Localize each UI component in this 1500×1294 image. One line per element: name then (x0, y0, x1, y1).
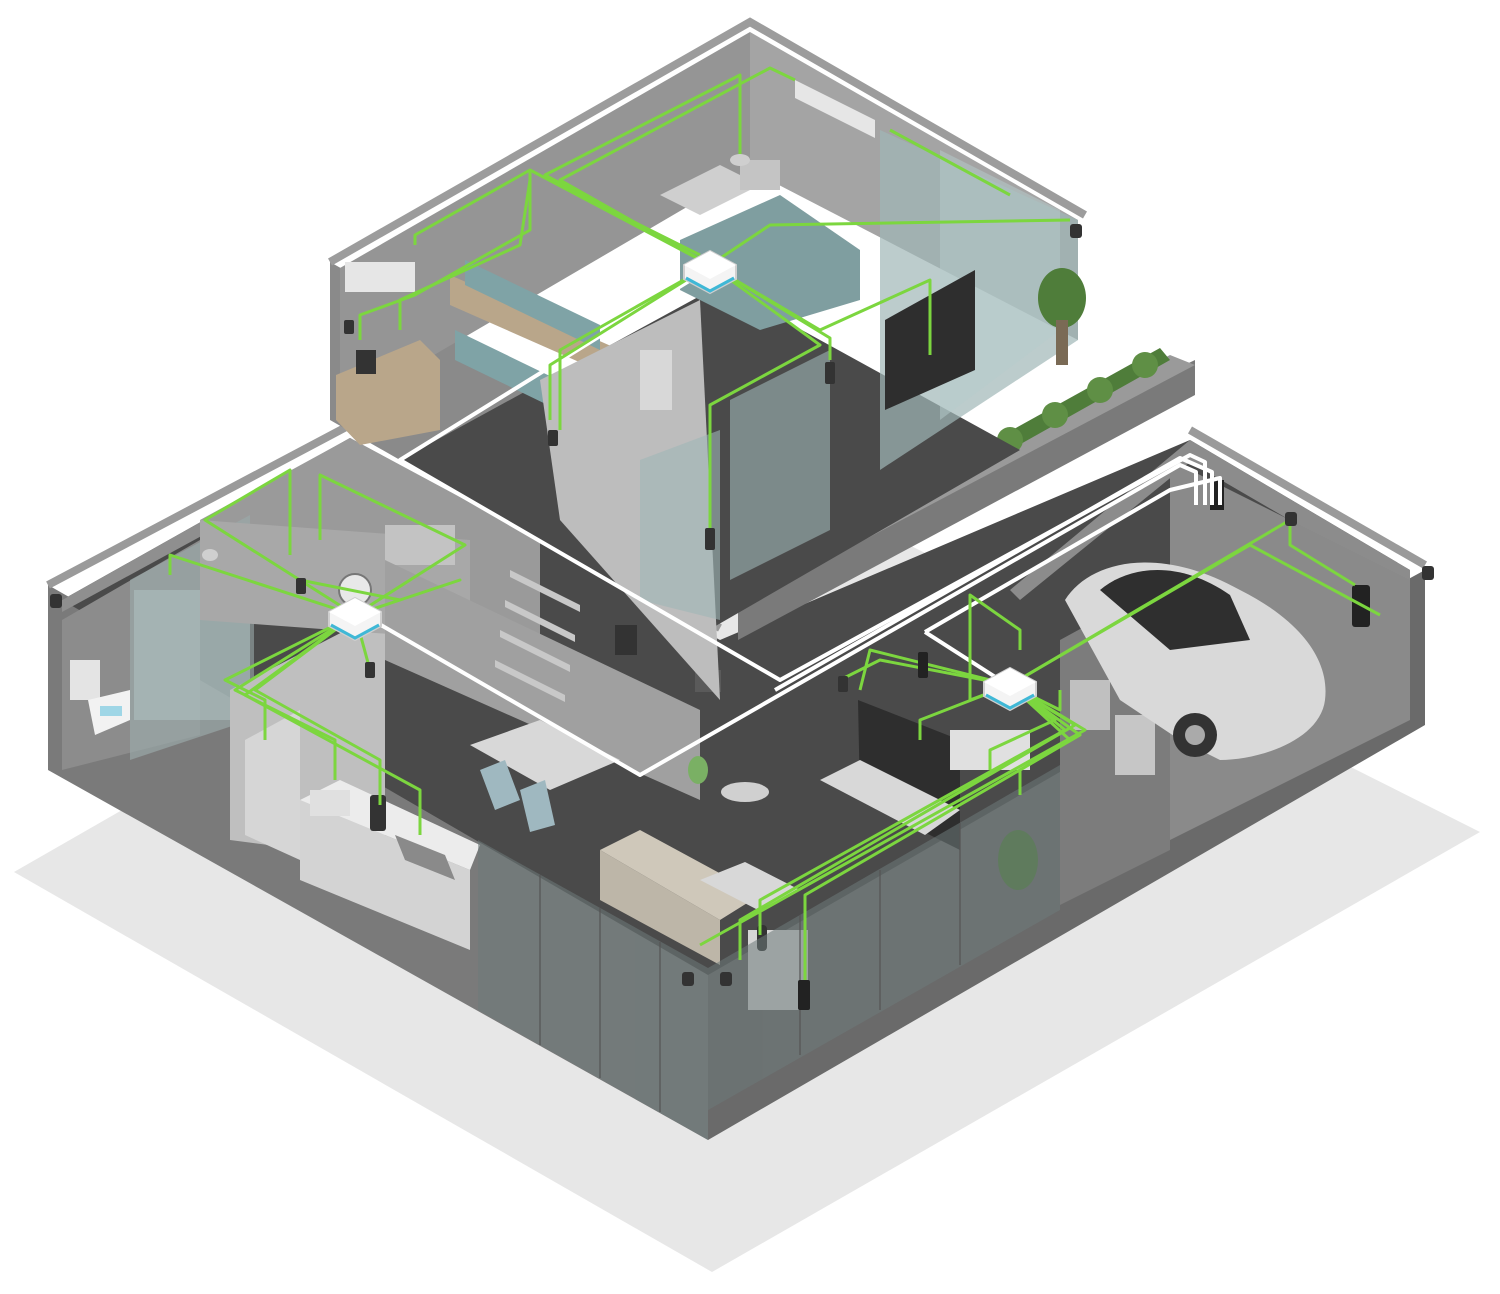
smart-lock-icon (798, 652, 928, 1010)
dining-table (470, 720, 620, 790)
dining-chairs (480, 760, 555, 832)
dining-area (385, 560, 769, 832)
air-conditioner-icon (795, 80, 875, 138)
glass-door (640, 430, 720, 620)
sofa (600, 830, 760, 920)
device-cables (168, 66, 1381, 985)
sink-icon (395, 835, 455, 880)
thermostat-icon (615, 625, 637, 655)
security-camera-icon (50, 224, 1434, 986)
wall-art (640, 350, 672, 410)
coffee-machine-icon (370, 795, 386, 831)
garage (1060, 480, 1370, 905)
fridge-icon (245, 710, 300, 860)
potted-plant (688, 756, 708, 784)
laptop-icon (356, 350, 376, 374)
double-bed (680, 195, 860, 330)
kitchen (230, 610, 480, 950)
electric-panel (1115, 715, 1155, 775)
front-glass-wall (478, 765, 1060, 1140)
air-conditioner-icon (345, 262, 415, 292)
backbone-cables (353, 266, 1222, 777)
mesh-router-icon[interactable] (328, 596, 382, 642)
pillows (660, 165, 760, 215)
upper-bedroom-right (660, 80, 1086, 410)
control-panel-icon (1070, 680, 1110, 730)
toilet-icon (70, 660, 130, 735)
nightstand (740, 160, 780, 190)
kitchen-counter (300, 800, 470, 950)
wall-shelves (495, 570, 580, 702)
microwave-icon (310, 790, 350, 816)
lamp-icon (202, 154, 750, 561)
robot-vacuum-icon (721, 782, 769, 802)
mesh-router-icon[interactable] (683, 249, 737, 295)
smart-switch-icon (296, 320, 848, 692)
mesh-router-icon[interactable] (983, 666, 1037, 712)
bunk-bed (450, 275, 620, 380)
electric-car-icon (1065, 562, 1326, 760)
hallway (540, 300, 830, 700)
tv-console (820, 760, 960, 835)
potted-tree (1038, 268, 1086, 328)
